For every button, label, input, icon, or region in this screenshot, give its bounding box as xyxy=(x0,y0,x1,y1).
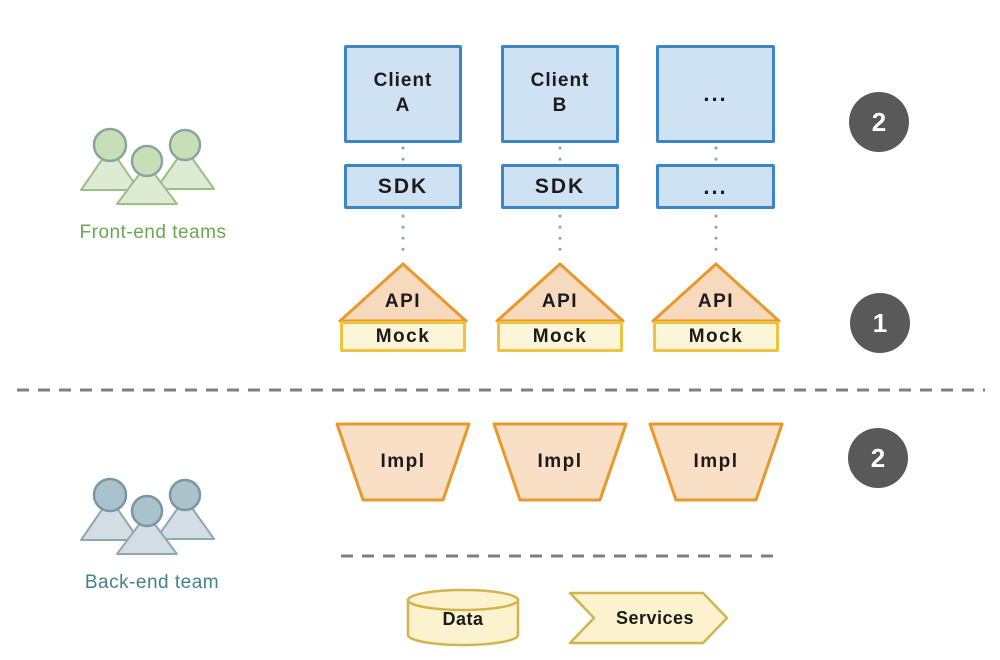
impl-label-3-wrap: Impl xyxy=(666,450,766,474)
impl-trapezoids xyxy=(335,422,784,502)
impl-label-2-wrap: Impl xyxy=(510,450,610,474)
impl-label-1-wrap: Impl xyxy=(353,450,453,474)
data-label: Data xyxy=(442,608,484,629)
person-head xyxy=(130,144,164,178)
data-cylinder-body xyxy=(406,598,520,647)
dotted-connectors xyxy=(401,146,718,262)
mock-box-1: Mock xyxy=(340,321,466,352)
impl-trapezoid-1 xyxy=(335,422,471,502)
mock-box-2: Mock xyxy=(497,321,623,352)
back-end-team-icon xyxy=(80,477,215,555)
person-head xyxy=(168,128,202,162)
data-cylinder-icon xyxy=(406,588,520,647)
back-end-team-label: Back-end team xyxy=(84,572,220,593)
impl-label: Impl xyxy=(537,451,583,472)
services-label: Services xyxy=(615,607,695,628)
mock-label: Mock xyxy=(532,325,588,347)
person-head xyxy=(168,478,202,512)
impl-trapezoid-2 xyxy=(492,422,628,502)
client-etc-box: ... xyxy=(656,45,775,143)
step-badge-1: 1 xyxy=(850,293,910,353)
sdk-etc-box: ... xyxy=(656,164,775,209)
badge-number: 2 xyxy=(870,442,886,473)
person-body xyxy=(155,497,215,540)
sdk-box-2: SDK xyxy=(501,164,619,209)
person-body xyxy=(155,147,215,190)
services-label-wrap: Services xyxy=(605,607,705,629)
client-a-box: Client A xyxy=(344,45,462,143)
impl-label: Impl xyxy=(693,451,739,472)
person-head xyxy=(130,494,164,528)
person-body xyxy=(116,513,178,555)
person-body xyxy=(80,497,140,541)
impl-label: Impl xyxy=(380,451,426,472)
mock-box-3: Mock xyxy=(653,321,779,352)
badge-number: 1 xyxy=(872,307,888,338)
api-label: API xyxy=(541,291,579,312)
person-head xyxy=(92,477,128,513)
front-end-teams-label: Front-end teams xyxy=(79,222,227,243)
api-label: API xyxy=(384,291,422,312)
mock-label: Mock xyxy=(688,325,744,347)
client-b-label: Client B xyxy=(530,70,590,116)
sdk-etc-label: ... xyxy=(703,173,728,199)
mock-label: Mock xyxy=(375,325,431,347)
client-b-box: Client B xyxy=(501,45,619,143)
sdk-label-1: SDK xyxy=(377,174,429,198)
person-body xyxy=(116,163,178,205)
impl-trapezoid-3 xyxy=(648,422,784,502)
person-body xyxy=(80,147,140,191)
client-etc-label: ... xyxy=(703,81,728,106)
front-end-teams-icon xyxy=(80,127,215,205)
api-label: API xyxy=(697,291,735,312)
sdk-box-1: SDK xyxy=(344,164,462,209)
data-label-wrap: Data xyxy=(413,608,513,630)
services-arrow-icon xyxy=(568,591,729,645)
client-a-label: Client A xyxy=(373,70,433,116)
api-label-2-wrap: API xyxy=(510,289,610,315)
api-label-1-wrap: API xyxy=(353,289,453,315)
step-badge-2-top: 2 xyxy=(849,92,909,152)
step-badge-2-bottom: 2 xyxy=(848,428,908,488)
api-label-3-wrap: API xyxy=(666,289,766,315)
badge-number: 2 xyxy=(871,106,887,137)
data-cylinder-top xyxy=(406,588,520,612)
sdk-label-2: SDK xyxy=(534,174,586,198)
person-head xyxy=(92,127,128,163)
